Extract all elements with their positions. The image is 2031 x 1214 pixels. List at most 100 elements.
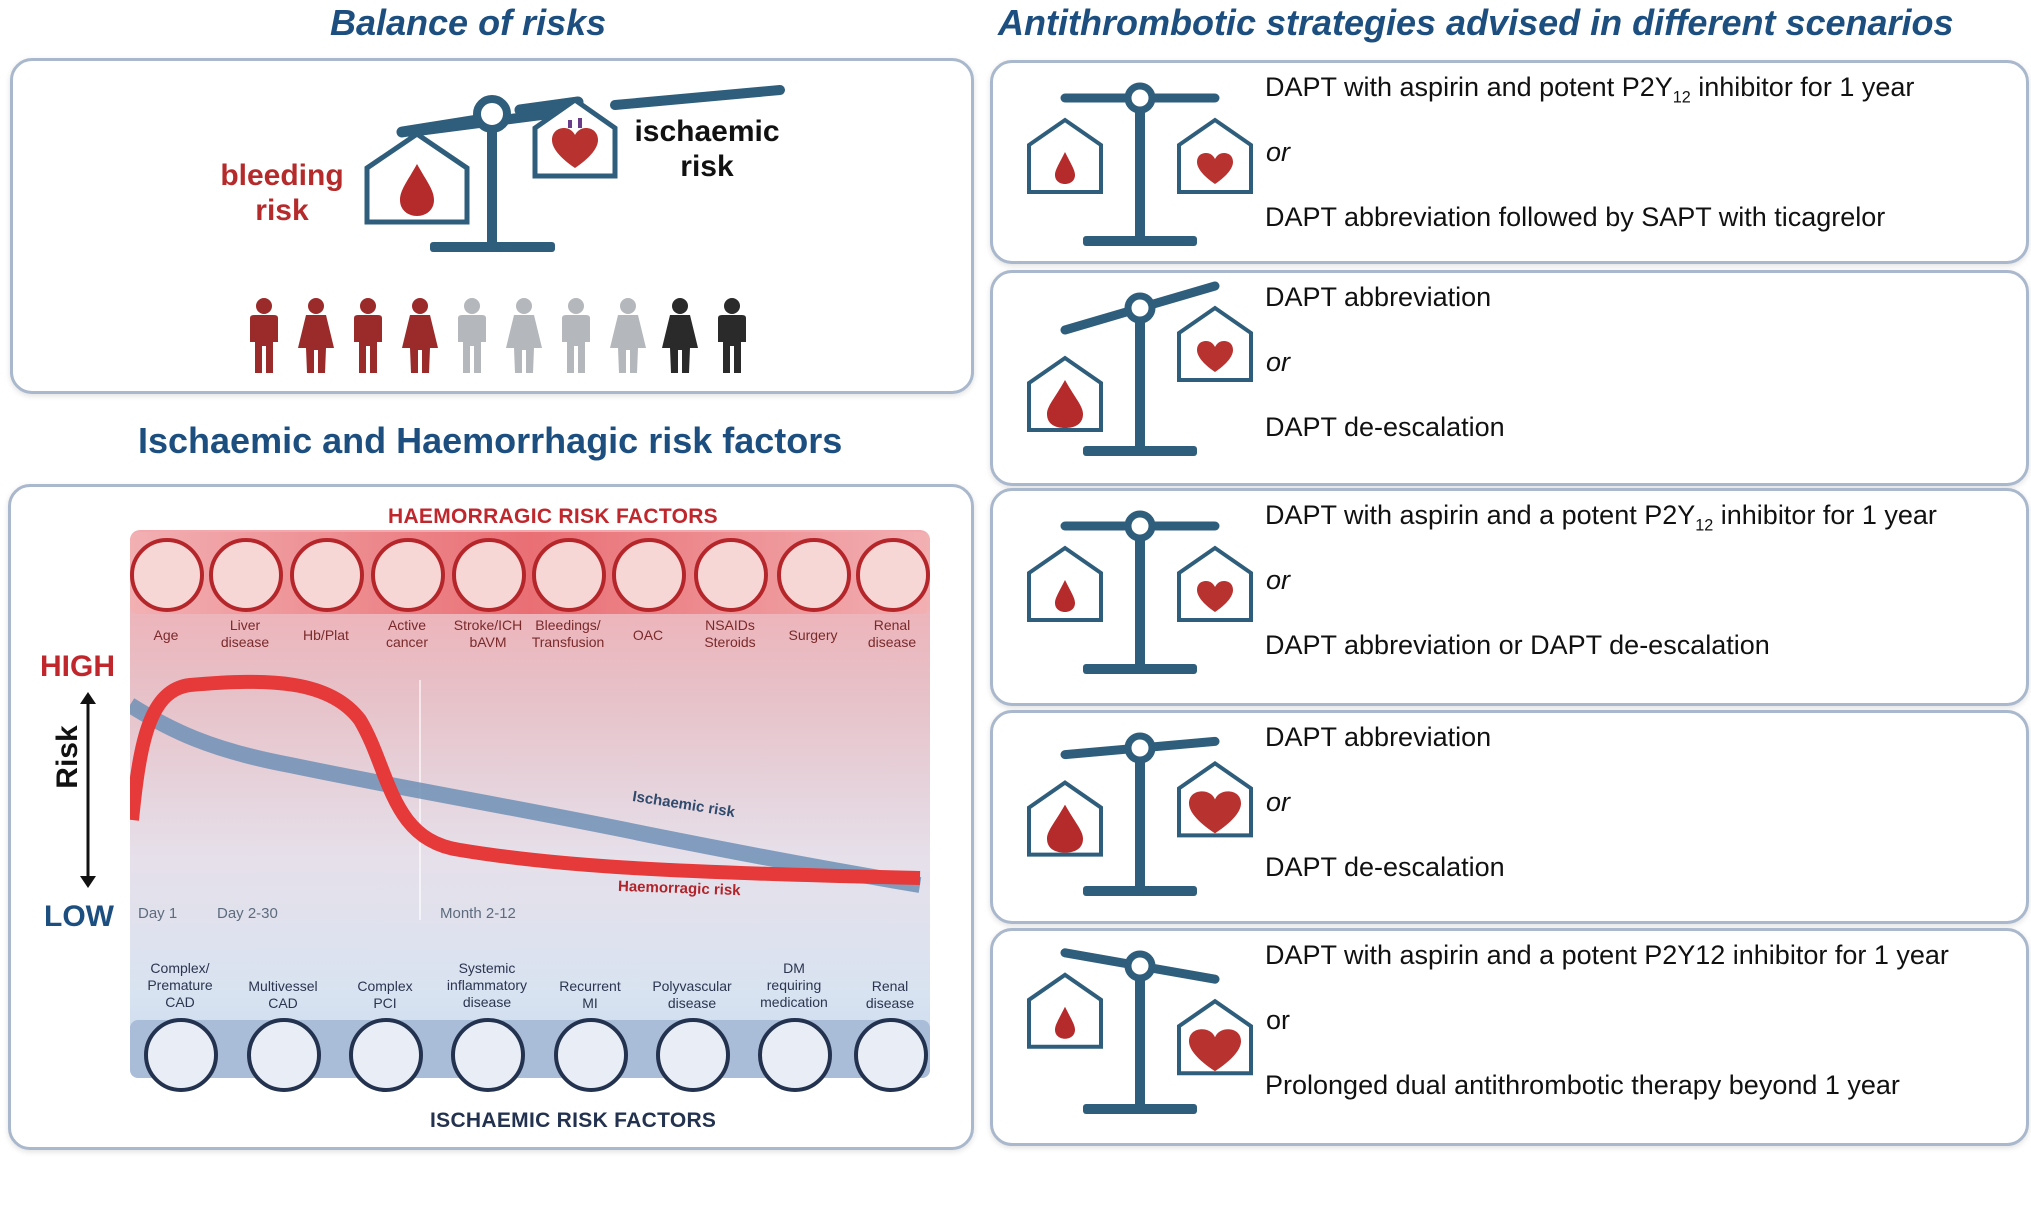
strategy-3-or: or bbox=[1266, 565, 1291, 595]
strategy-text-part: DAPT abbreviation bbox=[1265, 722, 1492, 752]
ischaemic-factor-label-line: Systemic bbox=[458, 960, 516, 976]
strategy-2-option-1: DAPT abbreviation bbox=[1265, 282, 1491, 313]
ischaemic-label-line2: risk bbox=[680, 150, 734, 183]
risk-axis-arrow bbox=[80, 692, 96, 888]
haemorrhagic-factor-label: Surgery bbox=[767, 627, 859, 644]
ischaemic-factor-glucometer-icon bbox=[758, 1018, 832, 1092]
ischaemic-factor-label-line: Multivessel bbox=[248, 978, 318, 994]
ischaemic-factor-label-line: CAD bbox=[268, 995, 298, 1011]
haemorrhagic-risk-curve bbox=[130, 674, 921, 885]
ischaemic-factor-stent-icon bbox=[349, 1018, 423, 1092]
strategy-4-option-2: DAPT de-escalation bbox=[1265, 852, 1505, 882]
heart-icon bbox=[1189, 791, 1241, 834]
ischaemic-factor-label-line: inflammatory bbox=[446, 977, 528, 993]
strategy-5-option-1: DAPT with aspirin and a potent P2Y12 inh… bbox=[1265, 940, 1949, 971]
ischaemic-title: ISCHAEMIC RISK FACTORS bbox=[430, 1109, 717, 1132]
person-icon bbox=[402, 298, 438, 373]
ischaemic-factor-label-line: Premature bbox=[147, 977, 213, 993]
strategy-5-or: or bbox=[1266, 1005, 1291, 1035]
strategy-scale-3 bbox=[1027, 510, 1253, 674]
strategy-2-or: or bbox=[1266, 347, 1291, 377]
person-icon bbox=[562, 298, 590, 373]
haemorrhagic-factor-label-line: Steroids bbox=[704, 634, 756, 650]
strategy-text-part: DAPT with aspirin and potent P2Y bbox=[1265, 72, 1673, 102]
person-icon bbox=[458, 298, 486, 373]
strategy-1-option-1: DAPT with aspirin and potent P2Y12 inhib… bbox=[1265, 72, 1914, 107]
strategy-1-or: or bbox=[1266, 137, 1291, 167]
strategy-scale-4 bbox=[1027, 732, 1253, 896]
haemorrhagic-factor-person-icon bbox=[130, 538, 204, 612]
haemorrhagic-factor-bottle-icon bbox=[694, 538, 768, 612]
person-icon bbox=[506, 298, 542, 373]
period-day-2-30: Day 2-30 bbox=[217, 905, 278, 922]
axis-low-label: LOW bbox=[44, 900, 114, 933]
strategy-text-subscript: 12 bbox=[1672, 88, 1691, 107]
person-icon bbox=[298, 298, 334, 373]
ischaemic-factor-artery-icon bbox=[656, 1018, 730, 1092]
period-month-2-12: Month 2-12 bbox=[440, 905, 516, 922]
ischaemic-factor-label-line: requiring bbox=[766, 977, 822, 993]
ischaemic-label-line1: ischaemic bbox=[634, 115, 780, 148]
haemorrhagic-factor-label-line: Age bbox=[153, 627, 179, 643]
haemorrhagic-factor-label-line: Transfusion bbox=[531, 634, 605, 650]
haemorrhagic-factor-label-line: Stroke/ICH bbox=[453, 617, 523, 633]
ischaemic-factor-label-line: disease bbox=[667, 995, 717, 1011]
person-icon bbox=[718, 298, 746, 373]
haemorrhagic-factor-label-line: Renal bbox=[873, 617, 911, 633]
haemorrhagic-factor-kidney-icon bbox=[856, 538, 930, 612]
ischaemic-factor-coronary-icon bbox=[144, 1018, 218, 1092]
strategies-heading: Antithrombotic strategies advised in dif… bbox=[998, 2, 1954, 43]
haemorrhagic-factor-label: Age bbox=[120, 627, 212, 644]
strategy-text-part: DAPT with aspirin and a potent P2Y bbox=[1265, 500, 1696, 530]
haemorrhagic-factor-label-line: disease bbox=[867, 634, 917, 650]
strategy-3-option-1: DAPT with aspirin and a potent P2Y12 inh… bbox=[1265, 500, 1937, 535]
haemorrhagic-factor-brain-icon bbox=[452, 538, 526, 612]
heart-icon bbox=[1197, 341, 1233, 372]
ischaemic-factor-label-line: PCI bbox=[373, 995, 397, 1011]
ischaemic-factor-kidney-icon bbox=[854, 1018, 928, 1092]
person-icon bbox=[610, 298, 646, 373]
strategy-text-part: DAPT abbreviation bbox=[1265, 282, 1492, 312]
ischaemic-factor-label-line: Complex/ bbox=[150, 960, 210, 976]
ischaemic-factor-vessels-icon bbox=[247, 1018, 321, 1092]
strategy-text-part: inhibitor for 1 year bbox=[1690, 72, 1915, 102]
strategy-scale-2 bbox=[1027, 281, 1253, 456]
strategy-4-or: or bbox=[1266, 787, 1291, 817]
ischaemic-factor-label-line: DM bbox=[783, 960, 805, 976]
strategy-scale-5 bbox=[1027, 948, 1253, 1114]
person-icon bbox=[250, 298, 278, 373]
blood-drop-icon bbox=[400, 164, 434, 216]
haemorrhagic-factor-label-line: Bleedings/ bbox=[535, 617, 601, 633]
haemorrhagic-factor-label: OAC bbox=[602, 627, 694, 644]
heart-icon bbox=[1197, 581, 1233, 612]
haemorrhagic-factor-label-line: cancer bbox=[385, 634, 429, 650]
blood-drop-icon bbox=[1055, 152, 1075, 184]
people-row bbox=[250, 298, 746, 373]
strategy-text-part: inhibitor for 1 year bbox=[1713, 500, 1937, 530]
haemorrhagic-factor-label-line: Active bbox=[387, 617, 427, 633]
risk-curves bbox=[130, 674, 922, 920]
bleeding-label-line1: bleeding bbox=[220, 159, 344, 192]
ischaemic-factor-label-line: disease bbox=[865, 995, 915, 1011]
haemorrhagic-factor-cells-icon bbox=[290, 538, 364, 612]
haemorrhagic-factor-liver-icon bbox=[209, 538, 283, 612]
haemorrhagic-factor-label-line: Liver bbox=[229, 617, 261, 633]
haemorrhagic-factor-bag-icon bbox=[532, 538, 606, 612]
blood-drop-icon bbox=[1055, 1006, 1075, 1039]
ischaemic-factor-label-line: Polyvascular bbox=[652, 978, 732, 994]
balance-heading: Balance of risks bbox=[330, 2, 607, 43]
ischaemic-factor-label-line: disease bbox=[462, 994, 512, 1010]
strategy-text-part: DAPT with aspirin and a potent P2Y12 inh… bbox=[1265, 940, 1949, 970]
strategy-5-option-2: Prolonged dual antithrombotic therapy be… bbox=[1265, 1070, 1900, 1100]
axis-high-label: HIGH bbox=[40, 650, 115, 683]
haemorrhagic-factor-pill-icon bbox=[612, 538, 686, 612]
blood-drop-icon bbox=[1055, 580, 1075, 612]
